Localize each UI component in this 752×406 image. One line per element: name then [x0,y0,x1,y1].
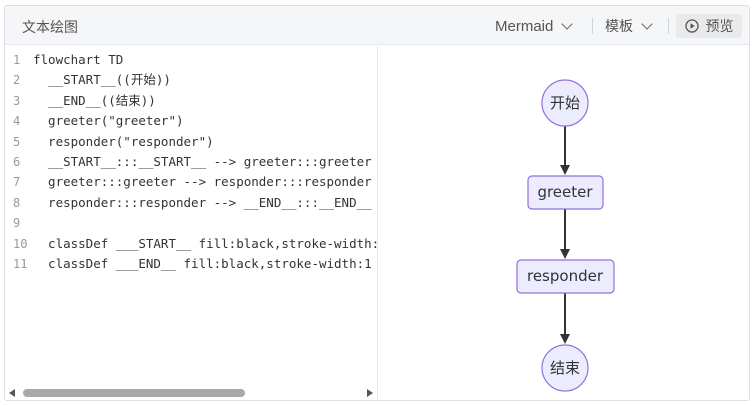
panel-title: 文本绘图 [22,20,78,36]
code-line: 7 greeter:::greeter --> responder:::resp… [5,172,377,192]
line-text[interactable]: responder("responder") [33,133,214,149]
line-number: 6 [13,154,21,169]
node-greeter[interactable]: greeter [527,175,604,210]
line-text[interactable]: classDef ___END__ fill:black,stroke-widt… [33,255,372,271]
node-end-label: 结束 [550,359,580,377]
code-line: 10 classDef ___START__ fill:black,stroke… [5,234,378,254]
code-line: 11 classDef ___END__ fill:black,stroke-w… [5,254,377,274]
line-text[interactable]: classDef ___START__ fill:black,stroke-wi… [33,235,378,251]
line-text[interactable]: __START__:::__START__ --> greeter:::gree… [33,153,372,169]
code-line: 1 flowchart TD [5,50,377,70]
line-number: 2 [13,73,21,88]
language-select[interactable]: Mermaid [495,15,574,37]
code-line: 2 __START__((开始)) [5,70,377,90]
scrollbar-thumb[interactable] [23,389,245,397]
line-text[interactable]: __START__((开始)) [33,72,171,88]
template-select[interactable]: 模板 [605,15,653,37]
code-line: 5 responder("responder") [5,132,377,152]
node-responder[interactable]: responder [516,259,615,294]
template-select-label: 模板 [605,19,633,35]
node-responder-label: responder [527,267,604,285]
preview-button-label: 预览 [705,19,734,35]
line-number: 1 [13,53,21,67]
line-text[interactable]: flowchart TD [33,52,124,67]
line-number: 7 [13,175,21,190]
scroll-left-arrow-icon[interactable] [9,389,15,397]
line-number: 10 [13,236,28,251]
chevron-down-icon [641,17,653,30]
line-text[interactable]: greeter:::greeter --> responder:::respon… [33,174,372,190]
line-text[interactable]: greeter("greeter") [33,113,184,129]
code-editor[interactable]: 1 flowchart TD 2 __START__((开始)) 3 __END_… [5,46,378,400]
language-select-value: Mermaid [495,17,554,35]
line-number: 8 [13,195,21,210]
line-text[interactable]: __END__((结束)) [33,92,156,108]
play-circle-icon [684,19,699,33]
line-number: 11 [13,256,28,271]
header-divider [592,18,593,34]
horizontal-scrollbar[interactable] [5,386,377,400]
line-text[interactable]: responder:::responder --> __END__:::__EN… [33,194,372,210]
line-number: 4 [13,114,21,129]
code-line: 4 greeter("greeter") [5,111,377,131]
header-divider [668,18,669,34]
node-greeter-label: greeter [537,183,593,201]
line-number: 5 [13,134,21,149]
text-drawing-panel: 文本绘图 Mermaid 模板 预览 1 flowchart TD 2 __STA… [4,5,750,401]
line-number: 9 [13,216,21,231]
chevron-down-icon [561,17,574,30]
node-start[interactable]: 开始 [541,79,589,127]
node-end[interactable]: 结束 [541,344,589,392]
flowchart-diagram: 开始 greeter responder 结束 [516,79,615,392]
diagram-preview: 开始 greeter responder 结束 [379,46,749,400]
code-line: 6 __START__:::__START__ --> greeter:::gr… [5,152,377,172]
line-number: 3 [13,93,21,108]
code-lines: 1 flowchart TD 2 __START__((开始)) 3 __END_… [5,50,378,274]
preview-button[interactable]: 预览 [676,14,742,38]
panel-header: 文本绘图 Mermaid 模板 预览 [5,6,749,45]
node-start-label: 开始 [550,94,580,112]
code-line: 8 responder:::responder --> __END__:::__… [5,193,377,213]
code-line: 3 __END__((结束)) [5,91,377,111]
code-line: 9 [5,213,377,233]
scroll-right-arrow-icon[interactable] [367,389,373,397]
